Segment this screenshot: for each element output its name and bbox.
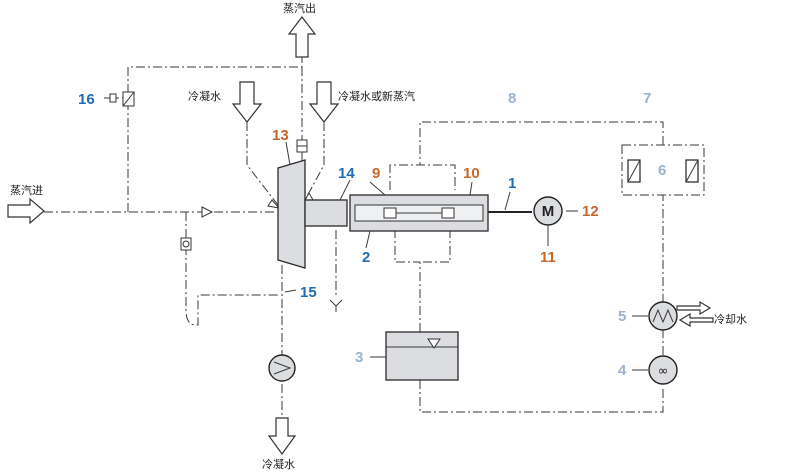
num-2: 2	[362, 249, 370, 266]
num-1: 1	[508, 175, 516, 192]
num-11: 11	[540, 249, 556, 266]
num-16: 16	[78, 91, 95, 108]
turbine-shaft	[304, 199, 348, 227]
num-10: 10	[463, 165, 480, 182]
condensate-in-arrow	[231, 81, 263, 123]
condensate-or-steam-in-arrow	[308, 81, 340, 123]
label-condensate-top: 冷凝水	[188, 89, 221, 103]
oil-cooler	[648, 301, 678, 331]
num-6: 6	[658, 162, 666, 179]
oil-pump	[648, 355, 678, 385]
num-14: 14	[338, 165, 355, 182]
num-9: 9	[372, 165, 380, 182]
condensate-pump	[268, 354, 296, 382]
sensor-16	[109, 93, 117, 103]
num-12: 12	[582, 203, 599, 220]
num-5: 5	[618, 308, 626, 325]
num-3: 3	[355, 349, 363, 366]
label-condensate-or-steam: 冷凝水或新蒸汽	[338, 89, 415, 103]
label-steam-in: 蒸汽进	[10, 183, 43, 197]
steam-out-arrow	[287, 16, 317, 58]
label-steam-out: 蒸汽出	[283, 1, 316, 15]
num-13: 13	[272, 127, 289, 144]
svg-text:∞: ∞	[658, 364, 669, 379]
steam-in-arrow	[7, 197, 45, 225]
condensate-out-arrow	[267, 417, 297, 456]
oil-tank	[385, 331, 459, 381]
num-15: 15	[300, 284, 317, 301]
num-4: 4	[618, 362, 627, 379]
label-cooling-water: 冷却水	[714, 313, 747, 326]
steam-turbine	[277, 159, 306, 269]
flow-arrow	[201, 206, 214, 218]
label-condensate-bottom: 冷凝水	[262, 457, 295, 471]
num-8: 8	[508, 90, 516, 107]
num-7: 7	[643, 90, 651, 107]
motor-symbol: M	[542, 203, 555, 220]
